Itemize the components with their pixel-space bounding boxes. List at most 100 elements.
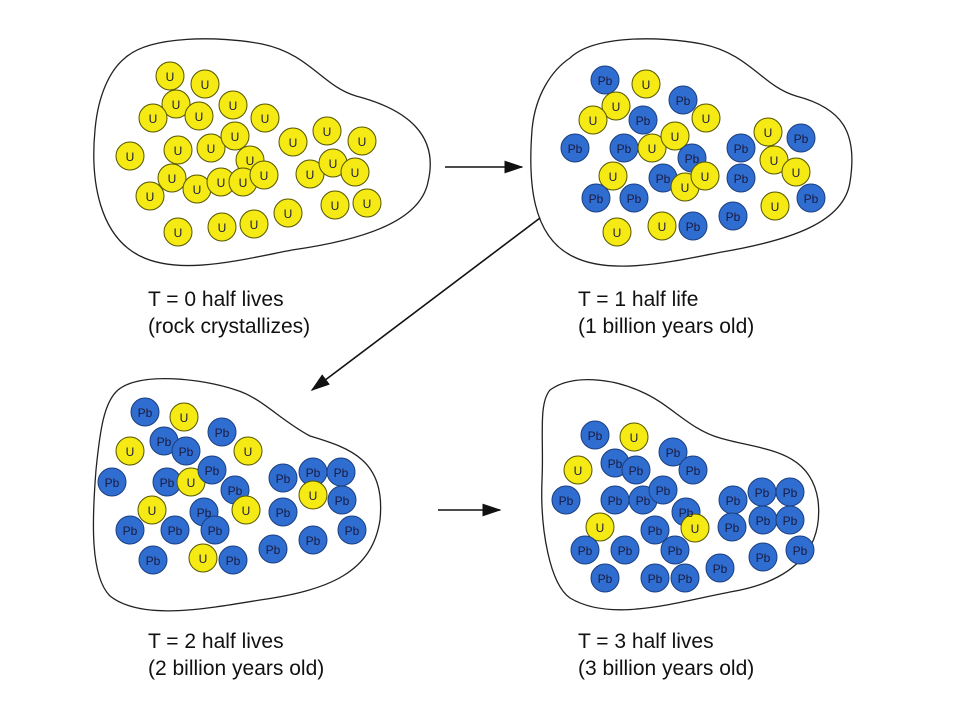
caption-t1-desc: (1 billion years old) — [578, 315, 755, 338]
lead-atom-symbol: Pb — [726, 210, 741, 224]
lead-atom-symbol: Pb — [783, 514, 798, 528]
uranium-atom — [691, 103, 721, 133]
uranium-atom — [278, 127, 308, 157]
lead-atom — [717, 512, 747, 542]
caption-t1-time: T = 1 half life — [578, 288, 699, 311]
uranium-atom-symbol: U — [172, 98, 181, 112]
lead-atom-symbol: Pb — [756, 551, 771, 565]
lead-atom — [610, 535, 640, 565]
lead-atom — [207, 417, 237, 447]
lead-atom — [785, 535, 815, 565]
uranium-atom — [190, 69, 220, 99]
uranium-atom — [163, 217, 193, 247]
lead-atom-symbol: Pb — [208, 524, 223, 538]
uranium-atom — [220, 121, 250, 151]
lead-atom-symbol: Pb — [578, 544, 593, 558]
uranium-atom — [169, 402, 199, 432]
uranium-atom — [781, 157, 811, 187]
lead-atom-symbol: Pb — [160, 476, 175, 490]
lead-atom-symbol: Pb — [627, 192, 642, 206]
uranium-atom-symbol: U — [574, 464, 583, 478]
caption-t3-time: T = 3 half lives — [578, 630, 714, 653]
uranium-atom-symbol: U — [148, 504, 157, 518]
lead-atom-symbol: Pb — [686, 464, 701, 478]
lead-atom-symbol: Pb — [215, 426, 230, 440]
uranium-atom-symbol: U — [589, 114, 598, 128]
lead-atom-symbol: Pb — [636, 494, 651, 508]
uranium-atom — [563, 455, 593, 485]
lead-atom — [621, 455, 651, 485]
uranium-atom-symbol: U — [323, 125, 332, 139]
uranium-atom — [753, 117, 783, 147]
lead-atom-symbol: Pb — [306, 534, 321, 548]
lead-atom — [678, 455, 708, 485]
uranium-atom-symbol: U — [187, 476, 196, 490]
uranium-atom-symbol: U — [702, 112, 711, 126]
lead-atom — [718, 201, 748, 231]
lead-atom-symbol: Pb — [568, 142, 583, 156]
lead-atom-symbol: Pb — [276, 472, 291, 486]
uranium-atom-symbol: U — [174, 226, 183, 240]
lead-atom-symbol: Pb — [783, 486, 798, 500]
lead-atom-symbol: Pb — [588, 429, 603, 443]
lead-atom — [640, 515, 670, 545]
lead-atom-symbol: Pb — [676, 94, 691, 108]
lead-atom-symbol: Pb — [138, 406, 153, 420]
uranium-atom — [115, 141, 145, 171]
caption-t1: T = 1 half life (1 billion years old) — [578, 286, 754, 340]
lead-atom-symbol: Pb — [334, 466, 349, 480]
uranium-atom-symbol: U — [792, 166, 801, 180]
uranium-atom-symbol: U — [351, 166, 360, 180]
lead-atom-symbol: Pb — [656, 172, 671, 186]
uranium-atom — [598, 161, 628, 191]
lead-atom — [670, 563, 700, 593]
lead-atom-symbol: Pb — [179, 445, 194, 459]
lead-atom — [590, 65, 620, 95]
lead-atom-symbol: Pb — [618, 544, 633, 558]
lead-atom — [580, 420, 610, 450]
lead-atom-symbol: Pb — [228, 484, 243, 498]
lead-atom — [200, 515, 230, 545]
lead-atom-symbol: Pb — [617, 142, 632, 156]
lead-atom-symbol: Pb — [794, 132, 809, 146]
uranium-atom — [760, 191, 790, 221]
lead-atom — [786, 123, 816, 153]
lead-atom — [796, 183, 826, 213]
lead-atom — [775, 505, 805, 535]
uranium-atom-symbol: U — [612, 100, 621, 114]
lead-atom — [115, 515, 145, 545]
uranium-atom-symbol: U — [261, 112, 270, 126]
uranium-atom-symbol: U — [149, 112, 158, 126]
lead-atom-symbol: Pb — [105, 476, 120, 490]
uranium-atom — [585, 512, 615, 542]
uranium-atom — [631, 69, 661, 99]
uranium-atom — [601, 91, 631, 121]
uranium-atom — [298, 480, 328, 510]
uranium-atom — [115, 436, 145, 466]
uranium-atom — [135, 181, 165, 211]
uranium-atom-symbol: U — [681, 181, 690, 195]
uranium-atom-symbol: U — [329, 157, 338, 171]
uranium-atom — [690, 161, 720, 191]
uranium-atom — [312, 116, 342, 146]
uranium-atom — [660, 121, 690, 151]
uranium-atom-symbol: U — [218, 221, 227, 235]
lead-atom-symbol: Pb — [804, 192, 819, 206]
lead-atom — [640, 563, 670, 593]
uranium-atom — [352, 188, 382, 218]
lead-atom-symbol: Pb — [559, 494, 574, 508]
lead-atom-symbol: Pb — [306, 466, 321, 480]
lead-atom-symbol: Pb — [636, 114, 651, 128]
uranium-atom-symbol: U — [174, 144, 183, 158]
lead-atom-symbol: Pb — [598, 572, 613, 586]
uranium-atom — [188, 543, 218, 573]
uranium-atom — [184, 101, 214, 131]
lead-atom — [298, 525, 328, 555]
lead-atom — [619, 183, 649, 213]
uranium-atom-symbol: U — [199, 552, 208, 566]
uranium-atom — [602, 217, 632, 247]
lead-atom — [668, 85, 698, 115]
uranium-atom-symbol: U — [671, 130, 680, 144]
lead-atom-symbol: Pb — [668, 544, 683, 558]
uranium-atom — [680, 513, 710, 543]
